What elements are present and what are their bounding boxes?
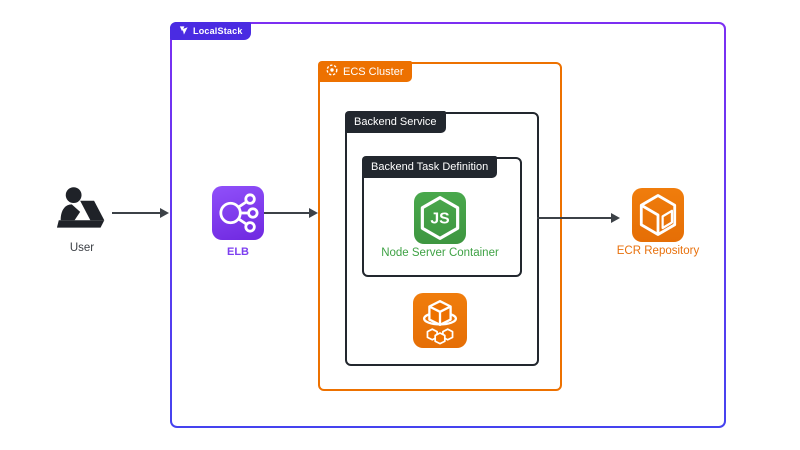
localstack-badge: LocalStack [170,22,251,40]
elb-label: ELB [227,246,249,258]
ecr-cube-icon [632,188,684,242]
node-server-container-label: Node Server Container [381,247,499,259]
ecs-cluster-label: ECS Cluster [343,65,404,78]
backend-service-badge: Backend Service [345,111,446,133]
backend-task-definition-label: Backend Task Definition [371,161,489,173]
arrow-backend-to-ecr [537,212,620,224]
ecs-cluster-icon [326,64,338,79]
backend-service-label: Backend Service [354,116,437,128]
localstack-label: LocalStack [193,26,243,36]
user-at-laptop-icon [56,186,108,234]
nodejs-icon: JS [414,192,466,244]
user-label: User [69,242,95,254]
arrow-shaft [112,212,162,214]
ecr-repository-label: ECR Repository [616,245,700,257]
ecs-containers-icon [413,293,467,348]
arrow-elb-to-ecs-cluster [264,207,318,219]
svg-text:JS: JS [430,211,449,228]
arrow-head-icon [309,208,318,218]
arrow-head-icon [611,213,620,223]
arrow-shaft [537,217,613,219]
localstack-logo-icon [178,25,189,38]
ecs-cluster-badge: ECS Cluster [318,61,412,82]
load-balancer-icon [212,186,264,240]
backend-task-definition-badge: Backend Task Definition [362,156,498,178]
arrow-shaft [264,212,311,214]
arrow-head-icon [160,208,169,218]
arrow-user-to-localstack [112,207,169,219]
